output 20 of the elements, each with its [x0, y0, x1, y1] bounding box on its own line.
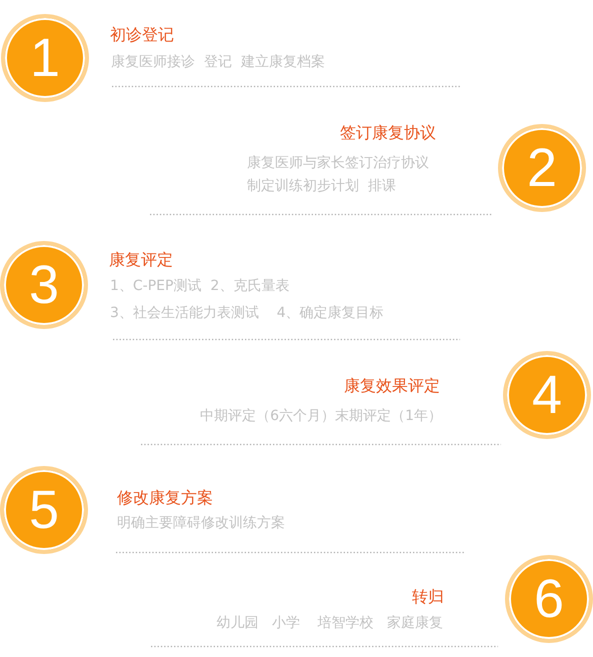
- step-description: 3、社会生活能力表测试 4、确定康复目标: [110, 304, 384, 323]
- step-number-circle: 4: [503, 351, 591, 439]
- step-description: 康复医师接诊 登记 建立康复档案: [111, 53, 325, 72]
- step-title: 康复效果评定: [344, 376, 440, 396]
- step-description: 1、C-PEP测试 2、克氏量表: [110, 277, 290, 296]
- step-description: 制定训练初步计划 排课: [247, 177, 396, 196]
- step-number-circle: 2: [498, 124, 586, 212]
- step-description: 康复医师与家长签订治疗协议: [247, 154, 429, 173]
- step-number-circle: 6: [505, 555, 593, 643]
- step-description: 中期评定（6六个月）末期评定（1年）: [200, 407, 442, 426]
- step-title: 初诊登记: [110, 25, 174, 45]
- step-number-circle: 1: [1, 14, 89, 102]
- step-title: 签订康复协议: [340, 123, 436, 143]
- step-title: 转归: [412, 587, 444, 607]
- step-title: 康复评定: [109, 250, 173, 270]
- step-number-circle: 3: [0, 241, 88, 329]
- step-title: 修改康复方案: [117, 488, 213, 508]
- step-description: 幼儿园 小学 培智学校 家庭康复: [216, 614, 443, 633]
- step-description: 明确主要障碍修改训练方案: [117, 514, 285, 533]
- step-number-circle: 5: [0, 466, 88, 554]
